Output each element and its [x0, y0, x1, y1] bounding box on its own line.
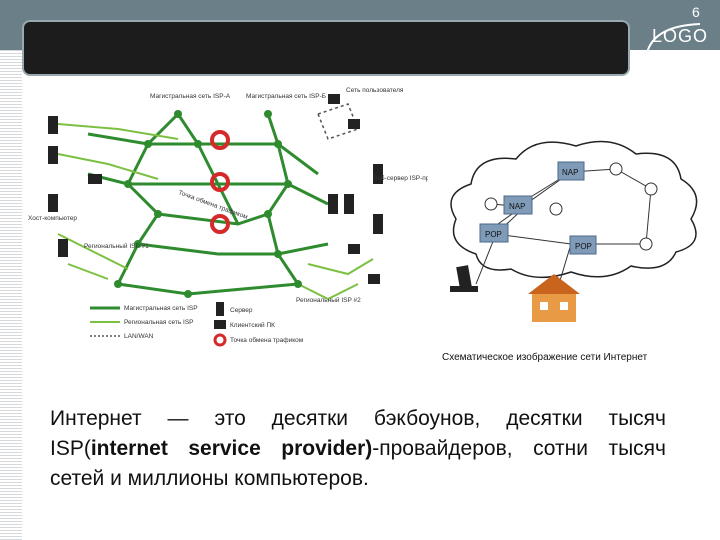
label-backbone-b: Магистральная сеть ISP-Б: [246, 93, 326, 100]
router-icons: [484, 162, 658, 251]
legend-backbone: Магистральная сеть ISP: [124, 305, 198, 312]
logo: LOGO: [652, 26, 709, 46]
isp-network-diagram: Магистральная сеть ISP-А Магистральная с…: [28, 87, 428, 347]
page-number: 6: [692, 4, 700, 20]
computer-icons: [48, 94, 383, 284]
paragraph-part-2: -провайдеров, сотни тысяч сетей и миллио…: [50, 437, 666, 490]
cloud-outline: [450, 140, 698, 279]
node-pop-1: POP: [485, 230, 502, 239]
legend: Магистральная сеть ISP Региональная сеть…: [90, 302, 304, 347]
legend-server: Сервер: [230, 307, 253, 314]
label-backbone-a: Магистральная сеть ISP-А: [150, 93, 231, 100]
regional-lines: [57, 123, 374, 301]
backbone-lines: [87, 112, 329, 296]
exchange-rings: [210, 130, 230, 234]
side-stripes: [0, 50, 22, 540]
legend-regional: Региональная сеть ISP: [124, 319, 194, 326]
legend-server-icon: [216, 302, 224, 316]
nap-pop-boxes: [479, 161, 597, 255]
legend-lan: LAN/WAN: [124, 333, 154, 340]
title-bar: [24, 22, 628, 74]
node-nap-2: NAP: [509, 202, 525, 211]
node-nap-1: NAP: [562, 168, 578, 177]
house-icon: [528, 274, 580, 322]
label-users: Сеть пользователя: [346, 87, 404, 94]
label-exchange: Точка обмена трафиком: [177, 188, 249, 221]
label-home: Хост-компьютер: [28, 215, 77, 222]
legend-pc-icon: [214, 320, 226, 329]
legend-exchange: Точка обмена трафиком: [230, 336, 304, 344]
laptop-icon: [450, 265, 478, 292]
legend-ring-icon: [213, 333, 227, 347]
label-regional-1: Региональный ISP #1: [84, 242, 149, 250]
network-nodes: [114, 110, 302, 298]
logo-swoosh-icon: [645, 23, 701, 59]
internet-cloud-diagram: NAP NAP POP POP: [450, 140, 698, 322]
main-paragraph: Интернет — это десятки бэкбоунов, десятк…: [50, 404, 666, 494]
label-regional-2: Региональный ISP #2: [296, 296, 361, 304]
label-server-isp: Веб-сервер ISP-провайдера: [373, 174, 428, 182]
legend-pc: Клиентский ПК: [230, 321, 275, 329]
paragraph-bold: internet service provider): [90, 437, 373, 460]
node-pop-2: POP: [575, 242, 592, 251]
paragraph-part-1: Интернет — это десятки бэкбоунов, десятк…: [50, 407, 666, 460]
diagram-caption: Схематическое изображение сети Интернет: [442, 352, 648, 363]
